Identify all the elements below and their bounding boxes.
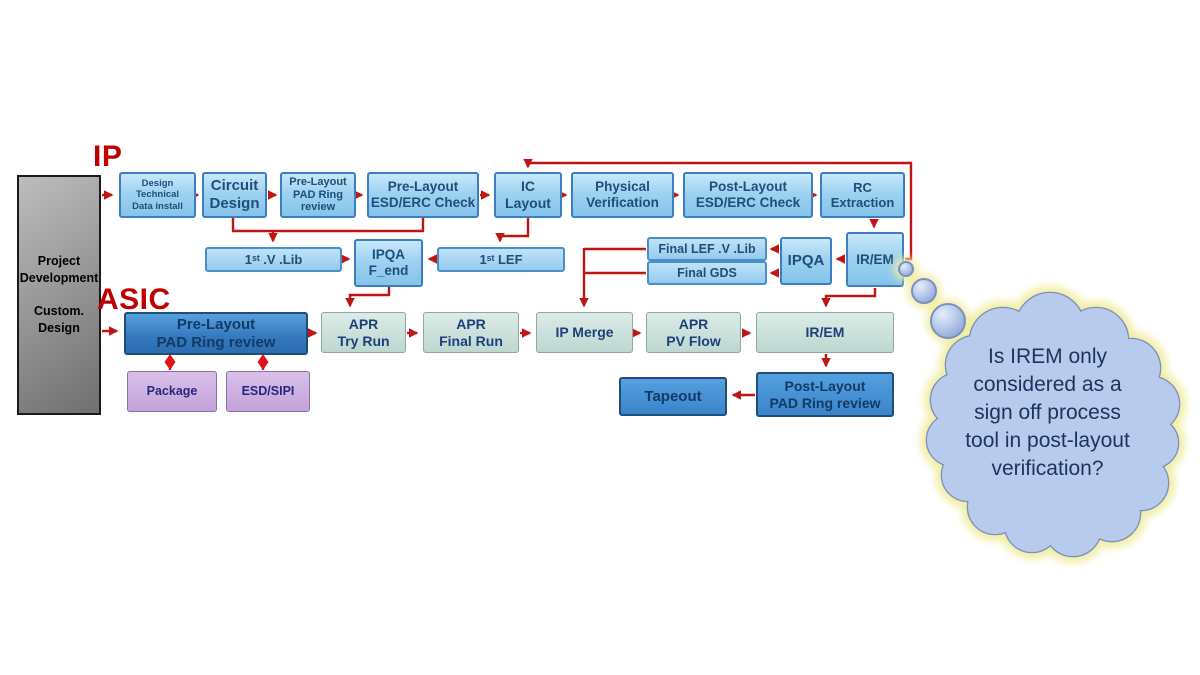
node-irem-asic: IR/EM: [756, 312, 894, 353]
node-post-layout-pad-ring-review: Post-Layout PAD Ring review: [756, 372, 894, 417]
diamond-connector-icon: [164, 354, 269, 370]
ip-track-label: IP: [93, 140, 123, 173]
node-circuit-design: Circuit Design: [202, 172, 267, 218]
node-ipqa: IPQA: [780, 237, 832, 285]
cloud-question-text: Is IREM only considered as a sign off pr…: [965, 345, 1130, 480]
node-package: Package: [127, 371, 217, 412]
node-pre-layout-pad-ring-review-ip: Pre-Layout PAD Ring review: [280, 172, 356, 218]
asic-track-label: ASIC: [97, 283, 171, 316]
node-pre-layout-pad-ring-review-asic: Pre-Layout PAD Ring review: [124, 312, 308, 355]
node-apr-pv-flow: APR PV Flow: [646, 312, 741, 353]
node-ip-merge: IP Merge: [536, 312, 633, 353]
node-final-lef-vlib: Final LEF .V .Lib: [647, 237, 767, 261]
thought-bubble-trail-icon: [898, 261, 966, 339]
node-post-layout-esd-erc-check: Post-Layout ESD/ERC Check: [683, 172, 813, 218]
node-rc-extraction: RC Extraction: [820, 172, 905, 218]
node-tapeout: Tapeout: [619, 377, 727, 416]
node-esd-sipi: ESD/SIPI: [226, 371, 310, 412]
node-design-technical-data-install: Design Technical Data install: [119, 172, 196, 218]
node-first-vlib: 1ˢᵗ .V .Lib: [205, 247, 342, 272]
node-apr-try-run: APR Try Run: [321, 312, 406, 353]
node-first-lef: 1ˢᵗ LEF: [437, 247, 565, 272]
node-physical-verification: Physical Verification: [571, 172, 674, 218]
node-pre-layout-esd-erc-check: Pre-Layout ESD/ERC Check: [367, 172, 479, 218]
node-irem-ip: IR/EM: [846, 232, 904, 287]
node-ipqa-fend: IPQA F_end: [354, 239, 423, 287]
node-ic-layout: IC Layout: [494, 172, 562, 218]
node-final-gds: Final GDS: [647, 261, 767, 285]
project-development-box: Project Development Custom. Design: [17, 175, 101, 415]
node-apr-final-run: APR Final Run: [423, 312, 519, 353]
